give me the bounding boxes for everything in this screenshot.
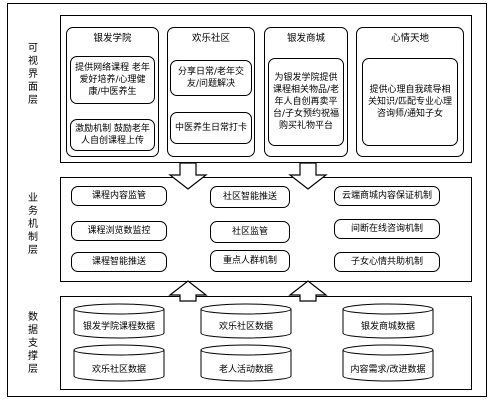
column-mood-world bbox=[356, 27, 464, 157]
business-layer-label: 业务机制层 bbox=[28, 193, 38, 256]
cylinder-body bbox=[342, 309, 434, 339]
column-happy-community bbox=[167, 27, 255, 157]
cylinder-shape bbox=[73, 344, 165, 382]
cylinder-body bbox=[73, 350, 165, 382]
cylinder-body bbox=[200, 309, 292, 339]
store-community-data-2: 欢乐社区数据 bbox=[73, 344, 165, 382]
cylinder-shape bbox=[200, 344, 292, 382]
box-course-views-monitoring: 课程浏览数监控 bbox=[71, 221, 167, 241]
box-online-courses: 提供网络课程 老年爱好培养/心理健康/中医养生 bbox=[70, 56, 155, 104]
column-silver-academy bbox=[66, 27, 159, 157]
cylinder-top bbox=[342, 344, 434, 356]
cylinder-body bbox=[200, 350, 292, 382]
box-course-content-supervision: 课程内容监管 bbox=[71, 186, 167, 206]
box-tcm-checkin: 中医养生日常打卡 bbox=[170, 112, 252, 144]
column-silver-mall bbox=[264, 27, 348, 157]
store-course-data: 银发学院课程数据 bbox=[73, 303, 165, 339]
cylinder-top bbox=[342, 303, 434, 315]
arrow-up-left bbox=[168, 280, 208, 302]
box-cloud-mall-guarantee: 云端商城内容保证机制 bbox=[334, 186, 440, 206]
visual-layer bbox=[60, 15, 472, 163]
visual-layer-label: 可视界面层 bbox=[28, 43, 38, 106]
cylinder-top bbox=[200, 344, 292, 356]
cylinder-top bbox=[73, 303, 165, 315]
store-community-data: 欢乐社区数据 bbox=[200, 303, 292, 339]
arrow-down-right bbox=[288, 162, 328, 190]
box-psychological-support: 提供心理自我疏导相关知识/匹配专业心理咨询师/通知子女 bbox=[362, 58, 458, 146]
cylinder-shape bbox=[342, 344, 434, 382]
arrow-down-left bbox=[168, 162, 208, 190]
column-title-silver-mall: 银发商城 bbox=[286, 33, 325, 44]
store-content-demand-data: 内容需求/改进数据 bbox=[342, 344, 434, 382]
box-community-smart-push: 社区智能推送 bbox=[210, 186, 290, 208]
box-share-daily-life: 分享日常/老年交友/问题解决 bbox=[170, 60, 252, 96]
diagram-frame bbox=[7, 3, 487, 397]
cylinder-top bbox=[73, 344, 165, 356]
column-title-mood-world: 心情天地 bbox=[390, 33, 429, 44]
box-mall-platform: 为银发学院提供课程相关物品/老年人自创再卖平台/子女预约祝福购买礼物平台 bbox=[268, 58, 344, 146]
cylinder-shape bbox=[200, 303, 292, 339]
cylinder-top bbox=[200, 303, 292, 315]
store-elderly-activity-data: 老人活动数据 bbox=[200, 344, 292, 382]
column-title-happy-community: 欢乐社区 bbox=[191, 33, 230, 44]
cylinder-shape bbox=[342, 303, 434, 339]
box-course-smart-push: 课程智能推送 bbox=[71, 252, 167, 272]
cylinder-shape bbox=[73, 303, 165, 339]
cylinder-body bbox=[342, 350, 434, 382]
box-intermittent-consultation: 间断在线咨询机制 bbox=[334, 219, 440, 239]
business-layer bbox=[60, 177, 472, 282]
box-incentive-mechanism: 激励机制 鼓励老年人自创课程上传 bbox=[70, 119, 155, 151]
column-title-silver-academy: 银发学院 bbox=[93, 33, 132, 44]
arrow-up-right bbox=[288, 280, 328, 302]
data-layer bbox=[60, 296, 472, 390]
data-layer-label: 数据支撑层 bbox=[28, 312, 38, 375]
box-key-group-mechanism: 重点人群机制 bbox=[210, 250, 290, 272]
store-mall-data: 银发商城数据 bbox=[342, 303, 434, 339]
cylinder-body bbox=[73, 309, 165, 339]
box-children-mood-mutual-aid: 子女心情共助机制 bbox=[334, 252, 440, 272]
box-community-supervision: 社区监管 bbox=[210, 221, 290, 243]
